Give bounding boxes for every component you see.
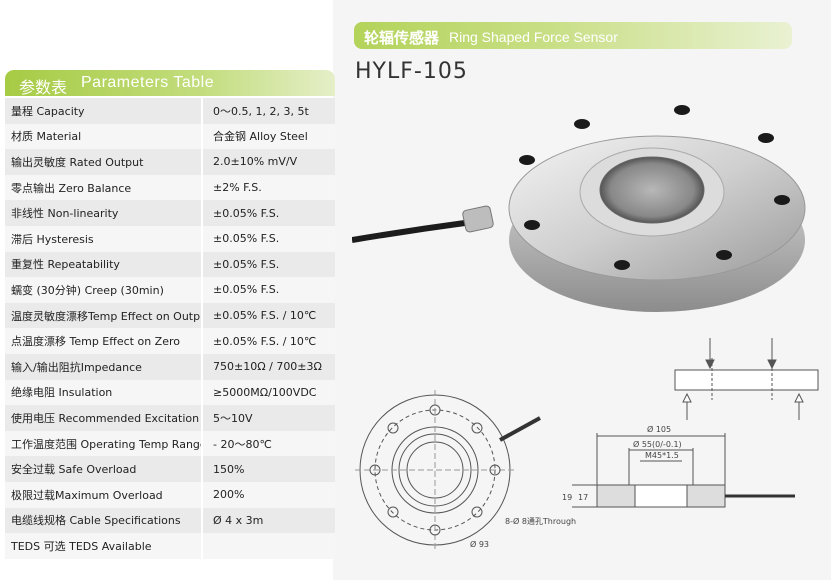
bolt-holes xyxy=(519,105,790,270)
param-value: 150% xyxy=(213,462,245,476)
param-label: 零点输出 Zero Balance xyxy=(11,181,132,195)
column-divider xyxy=(201,533,203,559)
table-row: 滞后 Hysteresis ±0.05% F.S. xyxy=(5,225,335,252)
cable-gland xyxy=(462,205,494,233)
column-divider xyxy=(201,353,203,380)
table-row: 安全过载 Safe Overload 150% xyxy=(5,456,335,482)
param-value: 2.0±10% mV/V xyxy=(213,155,298,169)
load-diagram xyxy=(674,338,819,420)
param-label: 量程 Capacity xyxy=(11,104,85,118)
param-label: 蠕变 (30分钟) Creep (30min) xyxy=(11,283,164,297)
param-value: ±0.05% F.S. xyxy=(213,232,280,246)
table-row: 非线性 Non-linearity ±0.05% F.S. xyxy=(5,200,335,226)
threaded-bore xyxy=(599,156,705,224)
param-value: 5～10V xyxy=(213,411,253,425)
param-value: ±0.05% F.S. xyxy=(213,206,280,220)
column-divider xyxy=(201,481,203,508)
column-divider xyxy=(201,200,203,226)
dim-height-total: 19 xyxy=(562,493,572,502)
product-title-en: Ring Shaped Force Sensor xyxy=(449,29,618,45)
param-label: 安全过载 Safe Overload xyxy=(11,463,137,477)
table-row: 点温度漂移 Temp Effect on Zero ±0.05% F.S. / 1… xyxy=(5,328,335,354)
sensor-photo xyxy=(352,105,806,312)
param-label: 输入/输出阻抗Impedance xyxy=(11,360,142,374)
column-divider xyxy=(201,98,203,124)
dim-height-body: 17 xyxy=(578,493,588,502)
model-number: HYLF-105 xyxy=(355,59,468,84)
section-view xyxy=(572,433,795,508)
table-row: 重复性 Repeatability ±0.05% F.S. xyxy=(5,251,335,278)
table-row: 零点输出 Zero Balance ±2% F.S. xyxy=(5,174,335,201)
param-label: TEDS 可选 TEDS Available xyxy=(11,539,152,553)
column-divider xyxy=(201,379,203,406)
param-label: 绝缘电阻 Insulation xyxy=(11,386,113,400)
column-divider xyxy=(201,149,203,175)
table-row: 材质 Material 合金钢 Alloy Steel xyxy=(5,123,335,150)
param-value: ±0.05% F.S. / 10℃ xyxy=(213,334,317,348)
column-divider xyxy=(201,123,203,150)
param-value: ±0.05% F.S. xyxy=(213,257,280,271)
parameters-table: 量程 Capacity 0～0.5, 1, 2, 3, 5t 材质 Material… xyxy=(5,98,335,559)
column-divider xyxy=(201,277,203,303)
param-value: - 20～80℃ xyxy=(213,437,272,451)
dim-bore: Ø 55(0/-0.1) xyxy=(633,439,682,449)
parameters-table-header: 参数表 Parameters Table xyxy=(5,70,335,97)
column-divider xyxy=(201,225,203,252)
param-label: 电缆线规格 Cable Specifications xyxy=(11,514,181,528)
dim-pcd: Ø 93 xyxy=(470,539,489,549)
param-value: ≥5000MΩ/100VDC xyxy=(213,385,317,399)
table-row: 极限过载Maximum Overload 200% xyxy=(5,481,335,508)
column-divider xyxy=(201,328,203,354)
param-label: 非线性 Non-linearity xyxy=(11,207,119,221)
table-row: TEDS 可选 TEDS Available xyxy=(5,533,335,559)
dim-thread: M45*1.5 xyxy=(645,451,679,460)
column-divider xyxy=(201,405,203,431)
column-divider xyxy=(201,174,203,201)
product-title-cn: 轮辐传感器 xyxy=(364,30,440,47)
param-label: 输出灵敏度 Rated Output xyxy=(11,155,144,169)
cable xyxy=(352,219,473,243)
param-value: 200% xyxy=(213,488,245,502)
product-title-banner: 轮辐传感器 Ring Shaped Force Sensor xyxy=(354,22,792,49)
param-value: 750±10Ω / 700±3Ω xyxy=(213,360,322,374)
param-label: 重复性 Repeatability xyxy=(11,258,120,272)
param-value: 0～0.5, 1, 2, 3, 5t xyxy=(213,104,309,118)
holes-note: 8-Ø 8通孔Through xyxy=(505,516,576,526)
table-header-cn: 参数表 xyxy=(19,80,68,97)
param-label: 材质 Material xyxy=(11,130,82,144)
column-divider xyxy=(201,251,203,278)
table-row: 量程 Capacity 0～0.5, 1, 2, 3, 5t xyxy=(5,98,335,124)
param-value: Ø 4 x 3m xyxy=(213,513,264,527)
table-header-en: Parameters Table xyxy=(81,74,215,91)
dim-outer-diameter: Ø 105 xyxy=(647,424,671,434)
param-label: 工作温度范围 Operating Temp Range xyxy=(11,437,201,451)
table-row: 工作温度范围 Operating Temp Range - 20～80℃ xyxy=(5,430,335,457)
param-value: ±0.05% F.S. / 10℃ xyxy=(213,309,317,323)
table-row: 使用电压 Recommended Excitation 5～10V xyxy=(5,405,335,431)
table-row: 温度灵敏度漂移Temp Effect on Output ±0.05% F.S. … xyxy=(5,302,335,329)
table-row: 绝缘电阻 Insulation ≥5000MΩ/100VDC xyxy=(5,379,335,406)
param-value: ±0.05% F.S. xyxy=(213,283,280,297)
column-divider xyxy=(201,302,203,329)
table-row: 蠕变 (30分钟) Creep (30min) ±0.05% F.S. xyxy=(5,277,335,303)
technical-drawings: Ø 105 Ø 55(0/-0.1) M45*1.5 19 17 8-Ø 8通孔… xyxy=(355,338,819,550)
column-divider xyxy=(201,456,203,482)
param-value: ±2% F.S. xyxy=(213,181,262,195)
table-row: 输入/输出阻抗Impedance 750±10Ω / 700±3Ω xyxy=(5,353,335,380)
table-row: 输出灵敏度 Rated Output 2.0±10% mV/V xyxy=(5,149,335,175)
column-divider xyxy=(201,507,203,534)
param-label: 使用电压 Recommended Excitation xyxy=(11,411,200,425)
param-label: 点温度漂移 Temp Effect on Zero xyxy=(11,335,180,349)
param-label: 温度灵敏度漂移Temp Effect on Output xyxy=(11,309,201,323)
param-label: 极限过载Maximum Overload xyxy=(11,488,163,502)
column-divider xyxy=(201,430,203,457)
table-row: 电缆线规格 Cable Specifications Ø 4 x 3m xyxy=(5,507,335,534)
param-value: 合金钢 Alloy Steel xyxy=(213,130,308,144)
front-view xyxy=(355,390,541,550)
param-label: 滞后 Hysteresis xyxy=(11,232,94,246)
